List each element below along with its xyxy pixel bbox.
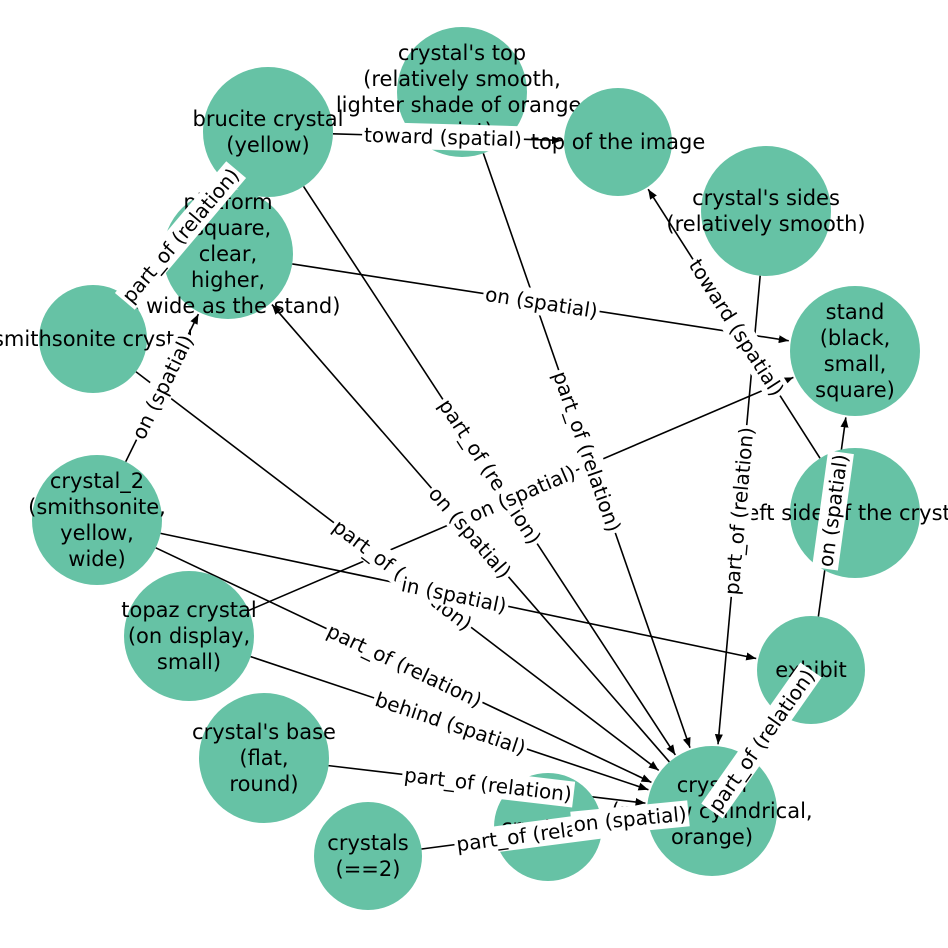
node-label: (on display, [128,624,250,648]
edge-label-background [431,392,549,551]
node-circle [790,286,920,416]
node-brucite: brucite crystal(yellow) [193,67,344,197]
node-crystal_2: crystal_2(smithsonite,yellow,wide) [28,455,166,585]
node-label: brucite crystal [193,107,344,131]
edge-label-background [421,479,519,586]
edge-label-background [124,328,201,446]
node-label: (black, [820,326,891,350]
node-circle [124,571,254,701]
node-label: wide) [68,547,125,571]
node-label: (yellow) [226,133,309,157]
edge-label-group: part_of (relation) [400,761,576,808]
node-topaz: topaz crystal(on display,small) [121,571,257,701]
node-circle [32,455,162,585]
node-label: as wide as the stand) [116,294,341,318]
edge-label-background [114,161,247,310]
node-circle [564,88,672,196]
node-label: small) [157,650,221,674]
edge-label-group: toward (spatial) [361,121,525,153]
node-label: (==2) [336,857,401,881]
edge-label-background [369,685,532,762]
edge-label-group: part_of (relation) [546,365,628,538]
node-circle [701,146,831,276]
node-label: orange) [671,825,753,849]
edge-label-background [481,280,602,325]
node-crystals: crystals(==2) [314,802,422,910]
edge-label-background [570,800,690,838]
edge-label: part_of (relation) [403,763,573,807]
node-top_image: top of the image [531,88,706,196]
node-label: square) [815,378,895,402]
node-label: crystal's base [192,720,336,744]
edge-label-group: on (spatial) [481,280,602,325]
node-label: crystal's sides [692,186,840,210]
edge-label-background [812,450,854,571]
node-crystal_base: crystal's base(flat,round) [192,693,336,823]
node-smithsonite: smithsonite crystal [0,285,193,393]
edge-label-background [397,570,511,620]
node-stand: stand(black,small,square) [790,286,920,416]
node-label: crystal's top [398,41,526,65]
node-label: smithsonite crystal [0,327,193,351]
edge-label: on (spatial) [484,282,600,323]
node-label: clear, [199,242,257,266]
edge-label-background [681,252,792,403]
node-label: (smithsonite, [28,495,166,519]
edge-label-background [400,761,576,808]
edge-label-background [718,423,760,599]
edge-label-background [701,662,822,819]
node-circle [203,67,333,197]
node-crystal_sides: crystal's sides(relatively smooth) [666,146,866,276]
node-label: (relatively smooth) [666,212,865,236]
node-circle [199,693,329,823]
node-label: round) [229,772,298,796]
edge-label-background [546,365,628,538]
node-label: higher, [191,268,265,292]
edge-label-background [462,458,582,529]
node-label: crystals [327,831,408,855]
edge-label: part_of (relation) [548,368,626,535]
edge-label-background [361,121,525,153]
node-circle [39,285,147,393]
node-label: topaz crystal [121,598,256,622]
node-circle [314,802,422,910]
edge-label: toward (spatial) [364,123,522,151]
node-label: small, [824,352,887,376]
node-label: (relatively smooth, [363,67,561,91]
node-label: (flat, [239,746,288,770]
node-label: stand [826,300,885,324]
node-label: crystal_2 [50,469,144,494]
node-label: lighter shade of orange, [336,93,588,117]
node-label: top of the image [531,130,706,154]
node-label: yellow, [60,521,134,545]
edge-label-background [320,616,489,715]
